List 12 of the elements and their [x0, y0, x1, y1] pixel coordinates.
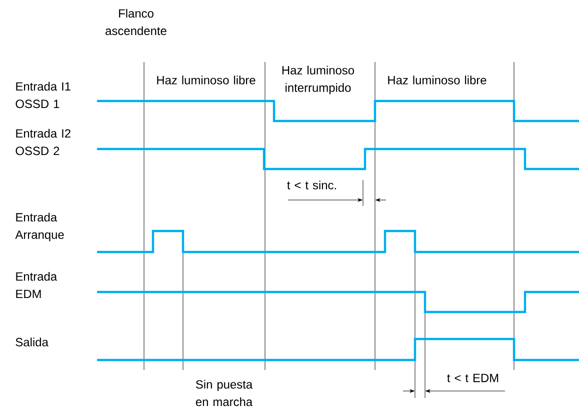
annotation-text: Sin puesta en marcha [196, 380, 253, 406]
signal-label: Entrada Arranque [15, 212, 64, 242]
timing-label: t < t EDM [447, 374, 498, 382]
signal-label: Entrada EDM [16, 272, 58, 298]
phase-label: Haz luminoso libre [388, 76, 486, 84]
signal-label: Entrada I2 OSSD 2 [16, 128, 70, 156]
annotation-text: Flanco ascendente [106, 8, 166, 36]
phase-label: Haz luminoso libre [157, 76, 256, 84]
phase-label: Haz luminoso interrumpido [282, 66, 354, 94]
signal-label: Entrada I1 OSSD 1 [16, 82, 70, 108]
signal-label: Salida [16, 338, 48, 346]
timing-label: t < t sinc. [287, 180, 336, 190]
